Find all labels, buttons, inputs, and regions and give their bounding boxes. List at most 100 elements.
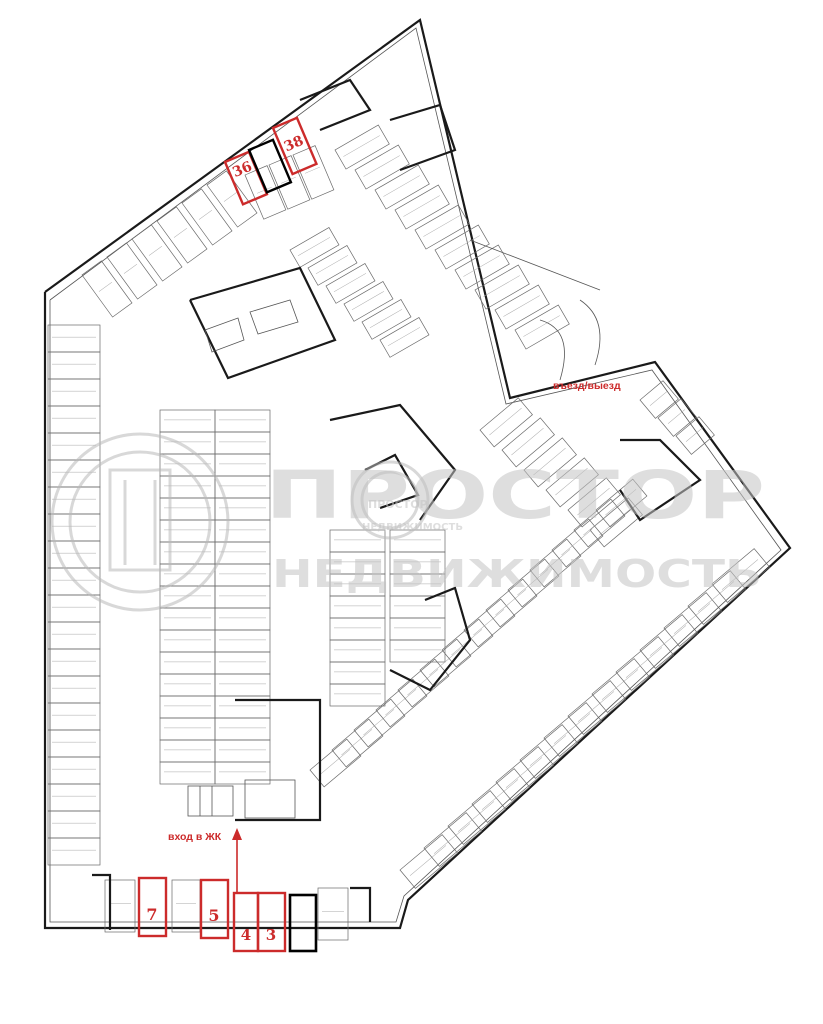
parking-stall[interactable]	[343, 281, 394, 322]
parking-stall[interactable]	[687, 570, 747, 625]
parking-stall[interactable]	[711, 548, 771, 603]
parking-stall[interactable]	[214, 717, 271, 741]
parking-stall[interactable]	[657, 398, 697, 437]
space-38[interactable]: 38	[271, 116, 319, 176]
parking-stall[interactable]	[639, 380, 679, 419]
parking-stall[interactable]	[159, 695, 216, 719]
parking-stall[interactable]	[47, 756, 101, 785]
parking-stall[interactable]	[47, 729, 101, 758]
parking-stall[interactable]	[47, 324, 101, 353]
parking-stall[interactable]	[214, 409, 271, 433]
parking-stall[interactable]	[214, 519, 271, 543]
parking-stall[interactable]	[181, 188, 233, 246]
parking-stall[interactable]	[47, 351, 101, 380]
parking-stall[interactable]	[523, 437, 577, 488]
parking-stall[interactable]	[47, 513, 101, 542]
parking-stall[interactable]	[214, 739, 271, 763]
selected-space[interactable]	[247, 138, 293, 194]
parking-stall[interactable]	[159, 607, 216, 631]
parking-stall[interactable]	[389, 595, 446, 619]
parking-stall[interactable]	[214, 585, 271, 609]
space-7[interactable]: 7	[137, 876, 168, 938]
parking-stall[interactable]	[514, 304, 570, 350]
parking-stall[interactable]	[354, 144, 410, 190]
parking-stall[interactable]	[214, 651, 271, 675]
parking-stall[interactable]	[47, 675, 101, 704]
parking-stall[interactable]	[159, 409, 216, 433]
parking-stall[interactable]	[389, 639, 446, 663]
parking-stall[interactable]	[573, 498, 626, 548]
space-3[interactable]: 3	[256, 891, 287, 953]
parking-stall[interactable]	[419, 638, 472, 688]
parking-stall[interactable]	[495, 746, 555, 801]
parking-stall[interactable]	[292, 145, 335, 200]
parking-stall[interactable]	[595, 478, 648, 528]
parking-stall[interactable]	[47, 378, 101, 407]
parking-stall[interactable]	[441, 618, 494, 668]
parking-stall[interactable]	[519, 724, 579, 779]
parking-stall[interactable]	[131, 224, 183, 282]
parking-stall[interactable]	[375, 678, 428, 728]
parking-stall[interactable]	[434, 224, 490, 270]
space-5[interactable]: 5	[199, 878, 230, 940]
parking-stall[interactable]	[309, 738, 362, 788]
parking-stall[interactable]	[159, 717, 216, 741]
selected-space-bottom[interactable]	[288, 893, 318, 953]
parking-stall[interactable]	[47, 702, 101, 731]
parking-stall[interactable]	[551, 518, 604, 568]
parking-stall[interactable]	[214, 673, 271, 697]
parking-stall[interactable]	[507, 558, 560, 608]
parking-stall[interactable]	[307, 245, 358, 286]
parking-stall[interactable]	[474, 264, 530, 310]
parking-stall[interactable]	[104, 879, 136, 933]
parking-stall[interactable]	[47, 783, 101, 812]
parking-stall[interactable]	[47, 594, 101, 623]
parking-stall[interactable]	[414, 204, 470, 250]
parking-stall[interactable]	[325, 263, 376, 304]
parking-stall[interactable]	[423, 812, 483, 867]
parking-stall[interactable]	[329, 639, 386, 663]
parking-stall[interactable]	[485, 578, 538, 628]
parking-stall[interactable]	[159, 629, 216, 653]
parking-stall[interactable]	[463, 598, 516, 648]
parking-stall[interactable]	[206, 170, 258, 228]
parking-stall[interactable]	[214, 563, 271, 587]
parking-stall[interactable]	[361, 299, 412, 340]
parking-stall[interactable]	[159, 761, 216, 785]
parking-stall[interactable]	[289, 227, 340, 268]
parking-stall[interactable]	[214, 761, 271, 785]
parking-stall[interactable]	[374, 164, 430, 210]
parking-stall[interactable]	[399, 834, 459, 889]
parking-stall[interactable]	[214, 607, 271, 631]
parking-stall[interactable]	[353, 698, 406, 748]
parking-stall[interactable]	[106, 242, 158, 300]
parking-stall[interactable]	[479, 397, 533, 448]
parking-stall[interactable]	[47, 648, 101, 677]
parking-stall[interactable]	[159, 431, 216, 455]
parking-stall[interactable]	[214, 629, 271, 653]
parking-stall[interactable]	[663, 592, 723, 647]
parking-stall[interactable]	[331, 718, 384, 768]
parking-stall[interactable]	[329, 683, 386, 707]
parking-stall[interactable]	[589, 497, 643, 548]
parking-stall[interactable]	[447, 790, 507, 845]
parking-stall[interactable]	[329, 595, 386, 619]
parking-stall[interactable]	[47, 621, 101, 650]
parking-stall[interactable]	[379, 317, 430, 358]
parking-stall[interactable]	[159, 673, 216, 697]
parking-stall[interactable]	[159, 475, 216, 499]
parking-stall[interactable]	[615, 636, 675, 691]
parking-stall[interactable]	[471, 768, 531, 823]
parking-stall[interactable]	[159, 651, 216, 675]
parking-stall[interactable]	[639, 614, 699, 669]
parking-stall[interactable]	[567, 477, 621, 528]
parking-stall[interactable]	[454, 244, 510, 290]
parking-stall[interactable]	[47, 837, 101, 866]
parking-stall[interactable]	[214, 431, 271, 455]
parking-stall[interactable]	[171, 879, 201, 933]
parking-stall[interactable]	[591, 658, 651, 713]
parking-stall[interactable]	[389, 617, 446, 641]
parking-stall[interactable]	[334, 124, 390, 170]
parking-stall[interactable]	[494, 284, 550, 330]
parking-stall[interactable]	[543, 702, 603, 757]
